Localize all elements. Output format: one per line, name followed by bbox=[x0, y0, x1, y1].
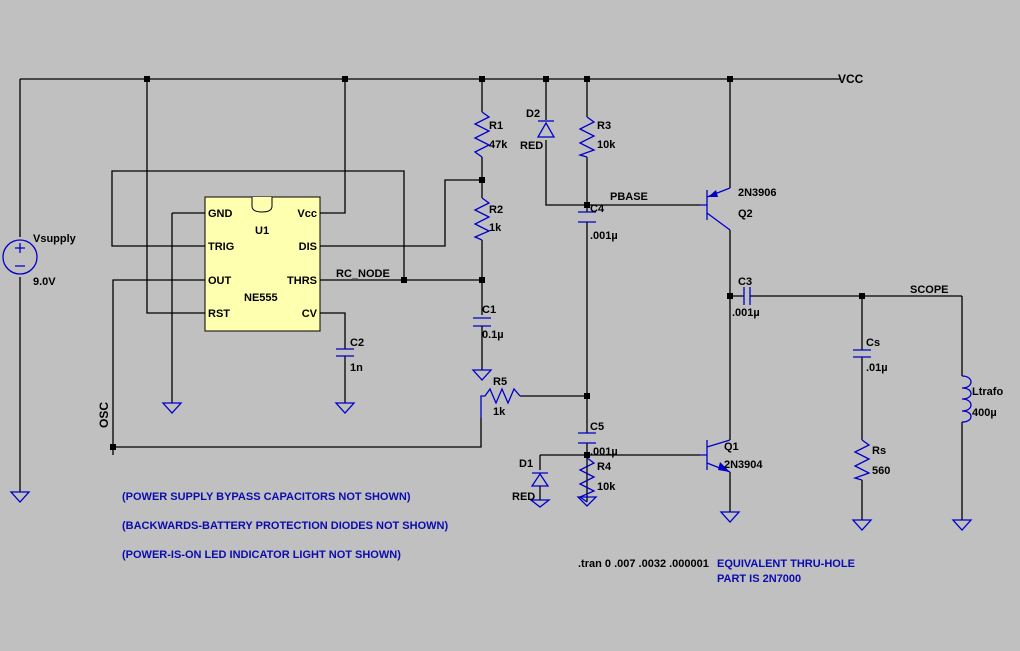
svg-text:560: 560 bbox=[872, 465, 890, 477]
pin-cv: CV bbox=[302, 308, 318, 320]
svg-text:.001µ: .001µ bbox=[590, 230, 618, 242]
net-pbase: PBASE bbox=[610, 191, 648, 203]
svg-text:RED: RED bbox=[520, 140, 543, 152]
pin-trig: TRIG bbox=[208, 241, 234, 253]
diode-d2: D2 RED bbox=[520, 108, 556, 152]
capacitor-cs: Cs .01µ bbox=[853, 337, 888, 374]
ground-icon bbox=[576, 496, 598, 507]
svg-text:.001µ: .001µ bbox=[590, 446, 618, 458]
net-labels: VCC RC_NODE PBASE SCOPE OSC bbox=[97, 72, 949, 428]
equivalent-note-line-2: PART IS 2N7000 bbox=[717, 573, 801, 585]
ground-icon bbox=[951, 519, 973, 531]
svg-text:Cs: Cs bbox=[866, 337, 880, 349]
ground-icon bbox=[851, 519, 873, 531]
capacitor-c5: C5 .001µ bbox=[578, 421, 618, 458]
resistor-r5: R5 1k bbox=[480, 376, 521, 418]
resistor-rs: Rs 560 bbox=[852, 439, 890, 481]
ic-part: NE555 bbox=[244, 292, 278, 304]
svg-text:C5: C5 bbox=[590, 421, 604, 433]
vsupply-ref: Vsupply bbox=[33, 233, 77, 245]
pin-out: OUT bbox=[208, 275, 232, 287]
svg-text:1n: 1n bbox=[350, 362, 363, 374]
pin-dis: DIS bbox=[299, 241, 317, 253]
svg-text:47k: 47k bbox=[489, 139, 508, 151]
ground-icon bbox=[529, 499, 551, 508]
ic-ref: U1 bbox=[255, 225, 269, 237]
capacitor-c2: C2 1n bbox=[336, 337, 364, 374]
resistor-r1: R1 47k bbox=[473, 111, 508, 158]
svg-text:Rs: Rs bbox=[872, 445, 886, 457]
svg-text:D1: D1 bbox=[519, 458, 533, 470]
svg-text:C1: C1 bbox=[482, 304, 496, 316]
svg-text:R5: R5 bbox=[493, 376, 507, 388]
net-vcc: VCC bbox=[838, 72, 864, 86]
vsupply-value: 9.0V bbox=[33, 276, 56, 288]
svg-text:R1: R1 bbox=[489, 120, 503, 132]
capacitor-c3: C3 .001µ bbox=[732, 276, 760, 319]
note-line-1: (POWER SUPPLY BYPASS CAPACITORS NOT SHOW… bbox=[122, 491, 411, 503]
voltage-source-vsupply: Vsupply 9.0V bbox=[2, 233, 77, 288]
pin-rst: RST bbox=[208, 308, 230, 320]
svg-text:RED: RED bbox=[512, 491, 535, 503]
ground-icon bbox=[9, 491, 31, 503]
svg-text:10k: 10k bbox=[597, 481, 616, 493]
note-line-2: (BACKWARDS-BATTERY PROTECTION DIODES NOT… bbox=[122, 520, 448, 532]
svg-text:.01µ: .01µ bbox=[866, 362, 888, 374]
inductor-ltrafo: Ltrafo 400µ bbox=[961, 375, 1003, 423]
svg-text:R2: R2 bbox=[489, 204, 503, 216]
ic-u1-ne555: GND TRIG OUT RST Vcc DIS THRS CV U1 NE55… bbox=[204, 196, 321, 332]
resistor-r4: R4 10k bbox=[578, 457, 616, 503]
pin-vcc: Vcc bbox=[297, 208, 317, 220]
svg-text:R3: R3 bbox=[597, 120, 611, 132]
svg-text:D2: D2 bbox=[526, 108, 540, 120]
transistor-q2-pnp: 2N3906 Q2 bbox=[700, 187, 777, 231]
svg-text:10k: 10k bbox=[597, 139, 616, 151]
notes: (POWER SUPPLY BYPASS CAPACITORS NOT SHOW… bbox=[122, 491, 855, 585]
junction-dots bbox=[110, 76, 865, 458]
diode-d1: D1 RED bbox=[512, 458, 550, 503]
pin-gnd: GND bbox=[208, 208, 233, 220]
resistor-r2: R2 1k bbox=[473, 197, 503, 241]
svg-text:400µ: 400µ bbox=[972, 407, 997, 419]
svg-text:1k: 1k bbox=[489, 222, 502, 234]
capacitor-c4: C4 .001µ bbox=[578, 203, 618, 242]
svg-text:C3: C3 bbox=[738, 276, 752, 288]
svg-text:Ltrafo: Ltrafo bbox=[972, 386, 1003, 398]
ground-symbols bbox=[9, 369, 973, 531]
tran-directive: .tran 0 .007 .0032 .000001 bbox=[578, 558, 709, 570]
wires bbox=[19, 78, 963, 520]
capacitor-c1: C1 0.1µ bbox=[473, 304, 504, 341]
svg-text:2N3904: 2N3904 bbox=[724, 459, 763, 471]
svg-text:0.1µ: 0.1µ bbox=[482, 329, 504, 341]
pin-thrs: THRS bbox=[287, 275, 317, 287]
svg-text:C4: C4 bbox=[590, 203, 605, 215]
svg-text:Q1: Q1 bbox=[724, 441, 739, 453]
svg-text:.001µ: .001µ bbox=[732, 307, 760, 319]
resistor-r3: R3 10k bbox=[577, 116, 616, 158]
svg-text:C2: C2 bbox=[350, 337, 364, 349]
transistor-q1-npn: Q1 2N3904 bbox=[700, 439, 763, 473]
svg-text:Q2: Q2 bbox=[738, 208, 753, 220]
ground-icon bbox=[161, 402, 183, 414]
svg-text:R4: R4 bbox=[597, 461, 612, 473]
ground-icon bbox=[471, 369, 493, 381]
ground-icon bbox=[334, 402, 356, 414]
ground-icon bbox=[719, 511, 741, 523]
net-osc: OSC bbox=[97, 402, 111, 428]
svg-text:2N3906: 2N3906 bbox=[738, 187, 777, 199]
net-rc-node: RC_NODE bbox=[336, 268, 390, 280]
net-scope: SCOPE bbox=[910, 284, 949, 296]
note-line-3: (POWER-IS-ON LED INDICATOR LIGHT NOT SHO… bbox=[122, 549, 401, 561]
equivalent-note-line-1: EQUIVALENT THRU-HOLE bbox=[717, 558, 855, 570]
svg-text:1k: 1k bbox=[493, 406, 506, 418]
